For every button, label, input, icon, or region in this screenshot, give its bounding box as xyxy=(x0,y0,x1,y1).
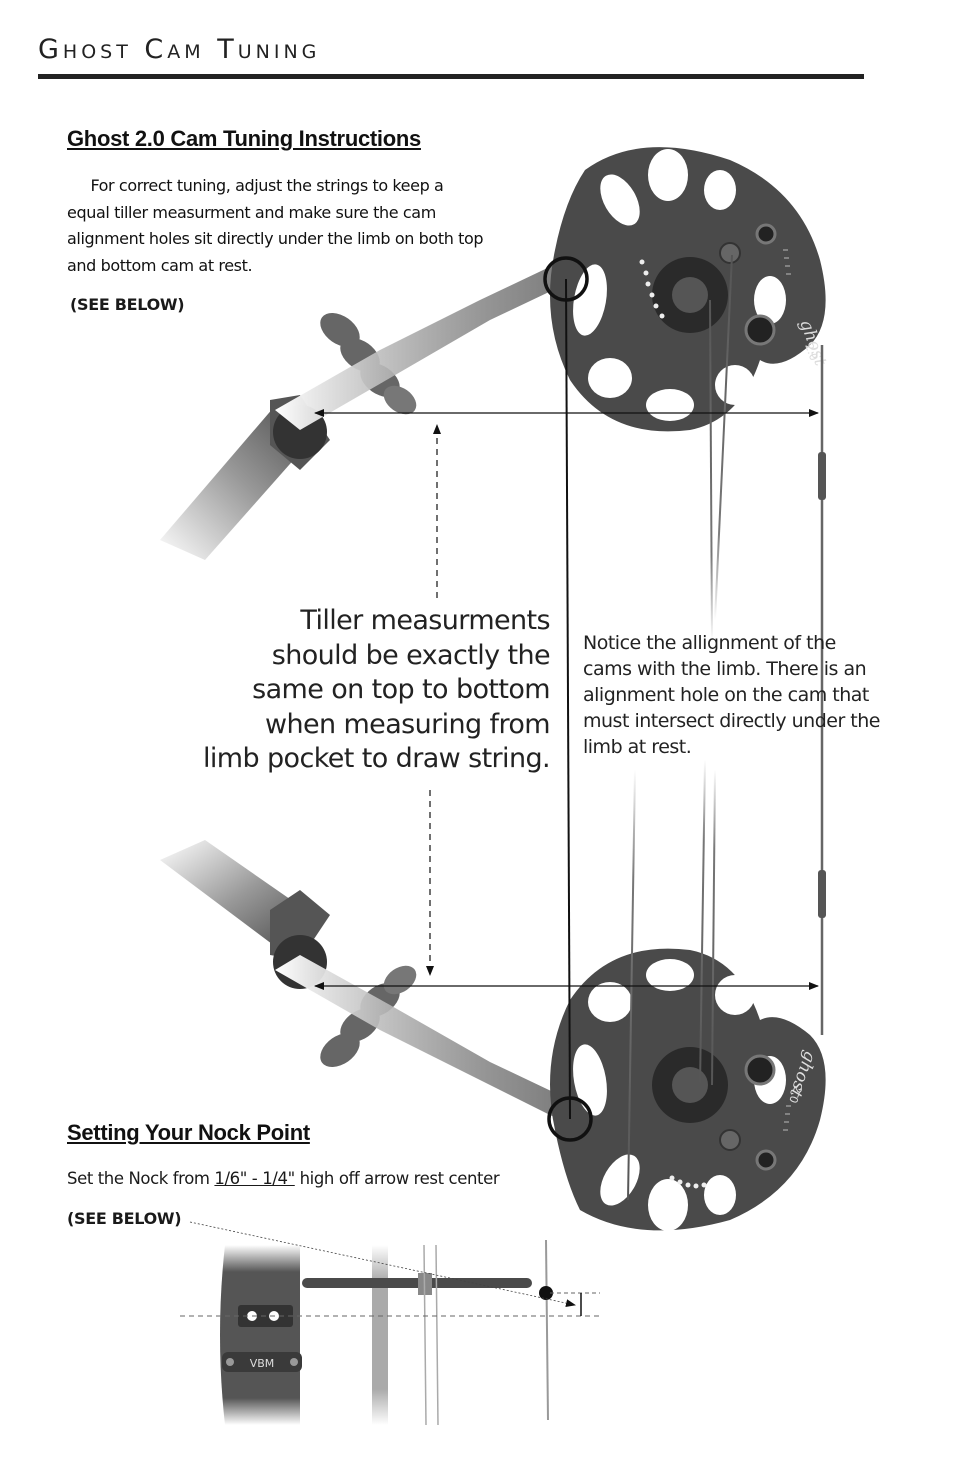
page-title: Ghost Cam Tuning xyxy=(38,34,321,65)
tiller-note-line: when measuring from xyxy=(264,708,551,740)
nock-text-before: Set the Nock from xyxy=(67,1169,215,1188)
bottom-cam: ghost 2.0 xyxy=(550,948,826,1231)
see-below-label-1: (SEE BELOW) xyxy=(70,295,185,314)
tiller-note-line: limb pocket to draw string. xyxy=(202,743,551,774)
top-cam-version: 2.0 xyxy=(802,342,820,363)
title-rule xyxy=(38,74,864,79)
nock-point-heading: Setting Your Nock Point xyxy=(67,1120,310,1145)
nock-text-after: high off arrow rest center xyxy=(294,1169,500,1188)
nock-instruction: Set the Nock from 1/6" - 1/4" high off a… xyxy=(67,1169,500,1188)
cam-tuning-text: For correct tuning, adjust the strings t… xyxy=(67,176,484,275)
nock-range: 1/6" - 1/4" xyxy=(214,1169,295,1188)
nock-diagram: VBM xyxy=(180,1221,600,1426)
tiller-note-line: should be exactly the xyxy=(271,639,551,671)
top-cam: ghost 2.0 xyxy=(550,147,830,432)
tiller-note: Tiller measurments should be exactly the… xyxy=(190,604,551,777)
see-below-label-2: (SEE BELOW) xyxy=(67,1209,182,1228)
riser-logo: VBM xyxy=(250,1357,275,1370)
cam-tuning-instructions: For correct tuning, adjust the strings t… xyxy=(67,173,487,279)
tiller-note-line: same on top to bottom xyxy=(252,674,550,705)
alignment-line xyxy=(565,278,571,1120)
cam-tuning-heading: Ghost 2.0 Cam Tuning Instructions xyxy=(67,126,421,151)
bow-strings xyxy=(627,254,826,1201)
tiller-note-line: Tiller measurments xyxy=(300,605,550,636)
alignment-note: Notice the allignment of the cams with t… xyxy=(583,632,880,758)
bottom-cam-version: 2.0 xyxy=(786,1084,804,1105)
